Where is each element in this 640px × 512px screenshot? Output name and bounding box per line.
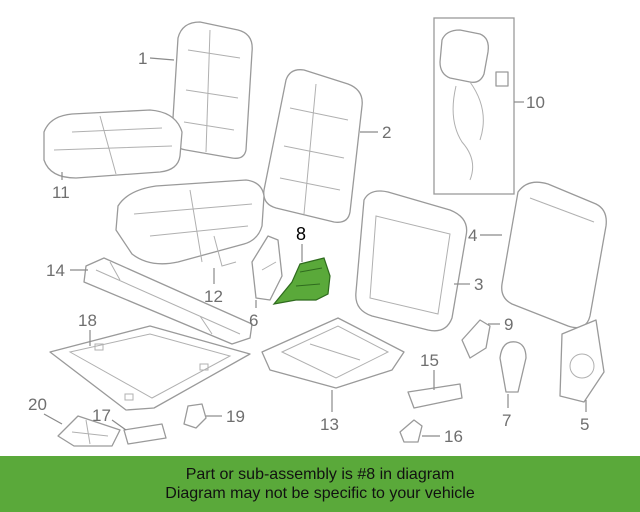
part-1-seatback-cushion[interactable] — [171, 21, 253, 159]
callout-3: 3 — [474, 275, 483, 294]
part-20-bracket[interactable] — [57, 415, 121, 447]
part-12-seat-cushion-frame[interactable] — [115, 179, 265, 267]
callout-6: 6 — [249, 311, 258, 330]
callout-7: 7 — [502, 411, 511, 430]
part-7-cover[interactable] — [499, 341, 527, 393]
callout-5: 5 — [580, 415, 589, 434]
callout-14: 14 — [46, 261, 65, 280]
banner-line-2: Diagram may not be specific to your vehi… — [165, 485, 475, 502]
callout-11: 11 — [52, 183, 70, 202]
part-13-lower-frame[interactable] — [261, 317, 405, 389]
part-10-headrest[interactable] — [439, 29, 509, 181]
callout-2: 2 — [382, 123, 391, 142]
part-9-trim[interactable] — [461, 319, 491, 359]
callout-10: 10 — [526, 93, 545, 112]
info-banner: Part or sub-assembly is #8 in diagram Di… — [0, 456, 640, 512]
callout-15: 15 — [420, 351, 439, 370]
part-5-recliner[interactable] — [559, 319, 605, 403]
part-3-seatback-frame[interactable] — [355, 190, 468, 332]
callout-12: 12 — [204, 287, 223, 306]
part-19-clip[interactable] — [183, 403, 207, 429]
callout-1: 1 — [138, 49, 147, 68]
callout-19: 19 — [226, 407, 245, 426]
part-11-seat-cushion-pad[interactable] — [43, 109, 183, 179]
callout-9: 9 — [504, 315, 513, 334]
leader-lines — [43, 57, 587, 437]
part-14-seat-track[interactable] — [83, 257, 253, 345]
callout-13: 13 — [320, 415, 339, 434]
part-8-highlighted[interactable] — [272, 257, 331, 305]
callout-18: 18 — [78, 311, 97, 330]
part-17-module[interactable] — [123, 423, 167, 445]
part-6-side-trim[interactable] — [251, 235, 283, 301]
callout-4: 4 — [468, 226, 477, 245]
banner-line-1: Part or sub-assembly is #8 in diagram — [185, 466, 455, 483]
callout-16: 16 — [444, 427, 463, 446]
parts-diagram: 1 2 3 4 5 6 7 8 9 10 11 12 13 14 15 16 1… — [28, 17, 607, 447]
callout-20: 20 — [28, 395, 47, 414]
part-18-floor-panel[interactable] — [49, 325, 251, 411]
part-4-back-panel[interactable] — [501, 181, 607, 329]
part-15-latch[interactable] — [407, 383, 463, 409]
part-2-seatback-frame-pad[interactable] — [263, 69, 363, 223]
callout-17: 17 — [92, 406, 111, 425]
callout-8: 8 — [296, 224, 306, 244]
part-16-bracket[interactable] — [399, 419, 423, 443]
